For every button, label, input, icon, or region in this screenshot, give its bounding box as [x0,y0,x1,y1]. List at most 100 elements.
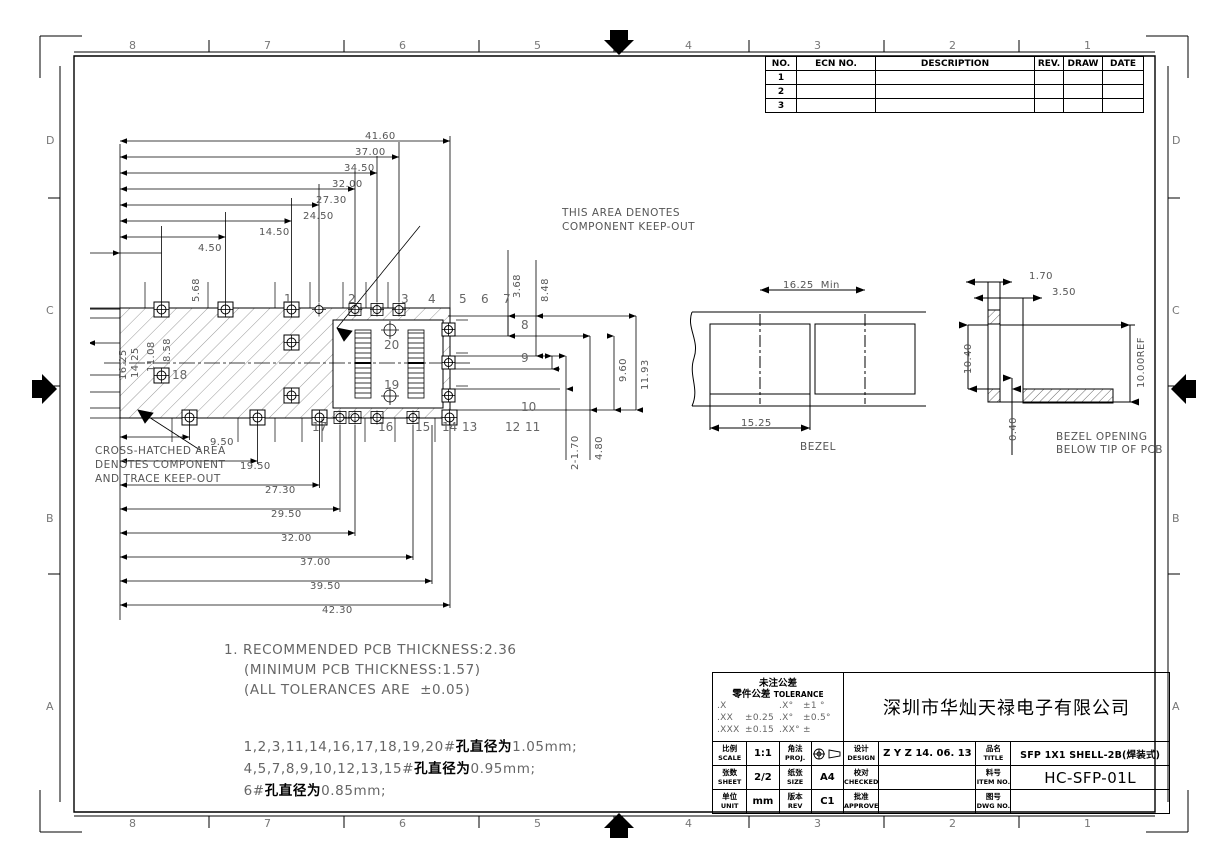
dim-4-80: 4.80 [594,436,605,460]
proj-label-en: PROJ. [785,753,806,762]
col-date: DATE [1102,56,1144,71]
pin-label-1: 1 [284,292,292,306]
pin-label-11: 11 [525,420,541,434]
approve-value [878,789,977,814]
title-block-row-scale: 比例 SCALE 1:1 角法 PROJ. 设计 DESIGN [711,741,1170,766]
unit-label-en: UNIT [720,801,739,810]
cell-no: 2 [765,84,797,99]
item-label-en: ITEM NO. [976,777,1011,786]
opening-dim-0-40: 0.40 [1008,417,1019,441]
design-value: Z Y Z 14. 06. 13 [878,741,977,766]
dim-5-68: 5.68 [191,278,202,302]
tolerance-row-3: .XXX±0.15.XX°± [717,724,839,736]
zone-right-D: D [1172,134,1181,147]
cell-draw [1063,98,1103,113]
approve-label-en: APPROVE [844,801,879,810]
cell-no: 3 [765,98,797,113]
hole-spec-1-pins: 1,2,3,11,14,16,17,18,19,20# [243,739,456,755]
ecn-revision-table: NO. ECN NO. DESCRIPTION REV. DRAW DATE 1… [765,56,1144,113]
unit-label: 单位 UNIT [711,789,748,814]
dim-3-68: 3.68 [512,274,523,298]
table-row: 1 [765,70,1144,85]
size-label: 纸张 SIZE [778,765,812,790]
zone-top-6: 6 [399,39,406,52]
cell-date [1102,84,1144,99]
approve-label: 批准 APPROVE [842,789,880,814]
zone-bottom-6: 6 [399,817,406,830]
dwg-label: 图号 DWG NO. [975,789,1012,814]
tol-2-c2: ±0.25 [745,713,775,723]
dim-2-1-70: 2-1.70 [570,435,581,470]
title-block: 未注公差 零件公差 TOLERANCE .X.X°±1 ° .XX±0.25.X… [711,672,1170,814]
zone-bottom-5: 5 [534,817,541,830]
hole-spec-2-label: 孔直径为 [414,761,471,777]
zone-bottom-8: 8 [129,817,136,830]
dim-29-50: 29.50 [271,509,302,520]
zone-bottom-2: 2 [949,817,956,830]
scale-label: 比例 SCALE [711,741,748,766]
title-value: SFP 1X1 SHELL-2B(焊装式) [1010,741,1170,766]
sheet-label-cn: 张数 [722,768,738,777]
opening-dim-1-70: 1.70 [1029,271,1053,282]
zone-bottom-3: 3 [814,817,821,830]
hole-spec-line-3: 6#孔直径为0.85mm; [224,764,386,818]
zone-right-B: B [1172,512,1180,525]
cell-ecn [796,70,876,85]
bezel-dim-bottom: 15.25 [741,418,772,429]
cell-no: 1 [765,70,797,85]
cell-description [875,70,1035,85]
note-min-thickness: (MINIMUM PCB THICKNESS:1.57) [244,662,481,678]
tolerance-row-1: .X.X°±1 ° [717,700,839,712]
zone-top-7: 7 [264,39,271,52]
pin-label-5: 5 [459,292,467,306]
pin-label-3: 3 [401,292,409,306]
sheet-label: 张数 SHEET [711,765,748,790]
dwg-label-cn: 图号 [985,792,1001,801]
pin-label-10: 10 [521,400,537,414]
tol-2-c3: .X° [779,713,794,723]
col-rev: REV. [1034,56,1064,71]
opening-caption-line2: BELOW TIP OF PCB [1056,444,1163,456]
dim-39-50: 39.50 [310,581,341,592]
dwg-value [1010,789,1170,814]
sheet-label-en: SHEET [717,777,742,786]
projection-symbol [810,741,845,766]
col-no: NO. [765,56,797,71]
rev-label-cn: 版本 [787,792,803,801]
zone-top-3: 3 [814,39,821,52]
tol-3-c1: .XXX [717,725,740,735]
zone-left-D: D [46,134,55,147]
pin-label-16: 16 [378,420,394,434]
col-ecn-no: ECN NO. [796,56,876,71]
pin-label-9: 9 [521,351,529,365]
zone-right-C: C [1172,304,1180,317]
zone-top-4: 4 [685,39,692,52]
dim-9-60: 9.60 [618,358,629,382]
pin-label-18: 18 [172,368,188,382]
dim-37-00: 37.00 [300,557,331,568]
hatch-callout-line1: CROSS-HATCHED AREA [95,445,226,457]
item-label: 料号 ITEM NO. [975,765,1012,790]
hole-spec-line-2: 4,5,7,8,9,10,12,13,15#孔直径为0.95mm; [224,742,536,796]
title-label: 品名 TITLE [975,741,1012,766]
main-pcb-footprint-view [90,136,644,620]
opening-caption-line1: BEZEL OPENING [1056,431,1148,443]
pin-label-12: 12 [505,420,521,434]
size-label-cn: 纸张 [787,768,803,777]
cell-draw [1063,70,1103,85]
cell-description [875,98,1035,113]
opening-dim-10-00ref: 10.00REF [1136,337,1147,388]
cell-ecn [796,98,876,113]
zone-left-B: B [46,512,54,525]
dim-37-00: 37.00 [355,147,386,158]
title-block-row-sheet: 张数 SHEET 2/2 纸张 SIZE A4 校对 CHECKED 料号 IT… [711,765,1170,790]
checked-value [878,765,977,790]
item-value: HC-SFP-01L [1010,765,1170,790]
dim-19-50: 19.50 [240,461,271,472]
pin-label-17: 17 [312,420,328,434]
pin-label-20: 20 [384,338,400,352]
dim-34-50: 34.50 [344,163,375,174]
col-draw: DRAW [1063,56,1103,71]
pin-label-19: 19 [384,378,400,392]
zone-right-A: A [1172,700,1180,713]
